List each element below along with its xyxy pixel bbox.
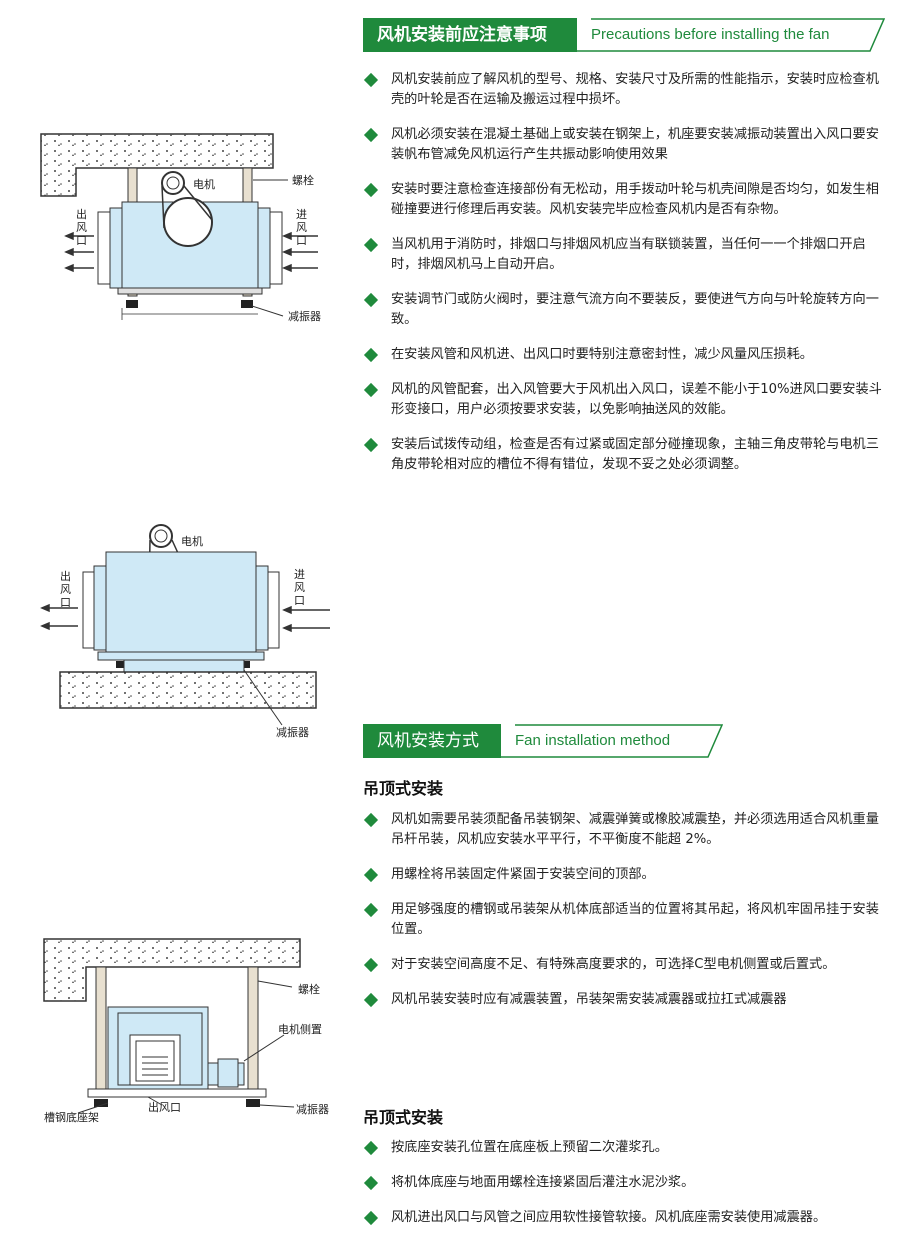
fig1-damper-label: 减振器 <box>288 310 321 323</box>
section1-list: 风机安装前应了解风机的型号、规格、安装尺寸及所需的性能指示，安装时应检查机壳的叶… <box>363 70 888 490</box>
section2-title-en-wrap: Fan installation method <box>501 724 723 758</box>
banner-outline <box>501 724 723 758</box>
diamond-bullet-icon <box>363 72 379 88</box>
fig3-damper-label: 减振器 <box>296 1103 329 1116</box>
list-item: 按底座安装孔位置在底座板上预留二次灌浆孔。 <box>363 1138 888 1158</box>
diamond-bullet-icon <box>363 812 379 828</box>
diamond-bullet-icon <box>363 1140 379 1156</box>
diamond-bullet-icon <box>363 182 379 198</box>
section2-title-en: Fan installation method <box>515 732 671 749</box>
list-item: 安装调节门或防火阀时，要注意气流方向不要装反，要使进气方向与叶轮旋转方向一致。 <box>363 290 888 330</box>
section2-title-cn: 风机安装方式 <box>363 724 501 758</box>
diamond-bullet-icon <box>363 1210 379 1226</box>
list-item: 用足够强度的槽钢或吊装架从机体底部适当的位置将其吊起，将风机牢固吊挂于安装位置。 <box>363 900 888 940</box>
list-item: 风机如需要吊装须配备吊装钢架、减震弹簧或橡胶减震垫，并必须选用适合风机重量吊杆吊… <box>363 810 888 850</box>
fig2-inlet-label: 进风口 <box>294 568 305 607</box>
diamond-bullet-icon <box>363 867 379 883</box>
diamond-bullet-icon <box>363 347 379 363</box>
list-item: 风机进出风口与风管之间应用软性接管软接。风机底座需安装使用减震器。 <box>363 1208 888 1228</box>
figure-ceiling-mount: 电机 螺栓 出风口 进风口 减振器 <box>38 128 338 343</box>
fig1-inlet-label: 进风口 <box>296 208 307 247</box>
fig1-motor-label: 电机 <box>193 178 215 191</box>
diamond-bullet-icon <box>363 902 379 918</box>
section1-banner: 风机安装前应注意事项 Precautions before installing… <box>363 18 885 52</box>
figure-floor-mount: 电机 出风口 进风口 减振器 <box>38 520 338 745</box>
list-item: 风机吊装安装时应有减震装置，吊装架需安装减震器或拉扛式减震器 <box>363 990 888 1010</box>
fig2-outlet-label: 出风口 <box>60 570 71 609</box>
banner-outline <box>577 18 885 52</box>
fig3-bolt-label: 螺栓 <box>298 983 320 996</box>
subsection1-list: 风机如需要吊装须配备吊装钢架、减震弹簧或橡胶减震垫，并必须选用适合风机重量吊杆吊… <box>363 810 888 1025</box>
diamond-bullet-icon <box>363 957 379 973</box>
fig3-outlet-label: 出风口 <box>148 1101 181 1114</box>
diamond-bullet-icon <box>363 437 379 453</box>
subsection2-list: 按底座安装孔位置在底座板上预留二次灌浆孔。 将机体底座与地面用螺栓连接紧固后灌注… <box>363 1138 888 1243</box>
fig1-outlet-label: 出风口 <box>76 208 87 247</box>
fig2-damper-label: 减振器 <box>276 726 309 739</box>
list-item: 安装后试拨传动组，检查是否有过紧或固定部分碰撞现象，主轴三角皮带轮与电机三角皮带… <box>363 435 888 475</box>
diamond-bullet-icon <box>363 1175 379 1191</box>
diamond-bullet-icon <box>363 237 379 253</box>
diamond-bullet-icon <box>363 292 379 308</box>
list-item: 对于安装空间高度不足、有特殊高度要求的，可选择C型电机侧置或后置式。 <box>363 955 888 975</box>
list-item: 风机必须安装在混凝土基础上或安装在钢架上，机座要安装减振动装置出入风口要安装帆布… <box>363 125 888 165</box>
figure-suspended-side-motor: 螺栓 电机侧置 出风口 槽钢底座架 减振器 <box>38 935 338 1130</box>
fig1-bolt-label: 螺栓 <box>292 174 314 187</box>
list-item: 将机体底座与地面用螺栓连接紧固后灌注水泥沙浆。 <box>363 1173 888 1193</box>
list-item: 用螺栓将吊装固定件紧固于安装空间的顶部。 <box>363 865 888 885</box>
subsection1-title: 吊顶式安装 <box>363 779 444 798</box>
diamond-bullet-icon <box>363 992 379 1008</box>
section1-title-en-wrap: Precautions before installing the fan <box>577 18 885 52</box>
section1-title-en: Precautions before installing the fan <box>591 26 830 43</box>
list-item: 在安装风管和风机进、出风口时要特别注意密封性，减少风量风压损耗。 <box>363 345 888 365</box>
list-item: 风机安装前应了解风机的型号、规格、安装尺寸及所需的性能指示，安装时应检查机壳的叶… <box>363 70 888 110</box>
fig2-motor-label: 电机 <box>181 535 203 548</box>
fig3-base-label: 槽钢底座架 <box>44 1111 99 1124</box>
list-item: 风机的风管配套，出入风管要大于风机出入风口，误差不能小于10%进风口要安装斗形变… <box>363 380 888 420</box>
fig3-motor-side-label: 电机侧置 <box>278 1023 322 1036</box>
diamond-bullet-icon <box>363 382 379 398</box>
list-item: 安装时要注意检查连接部份有无松动，用手拨动叶轮与机壳间隙是否均匀，如发生相碰撞要… <box>363 180 888 220</box>
section2-banner: 风机安装方式 Fan installation method <box>363 724 723 758</box>
subsection2-title: 吊顶式安装 <box>363 1108 444 1127</box>
section1-title-cn: 风机安装前应注意事项 <box>363 18 577 52</box>
list-item: 当风机用于消防时，排烟口与排烟风机应当有联锁装置，当任何一一个排烟口开启时，排烟… <box>363 235 888 275</box>
diamond-bullet-icon <box>363 127 379 143</box>
